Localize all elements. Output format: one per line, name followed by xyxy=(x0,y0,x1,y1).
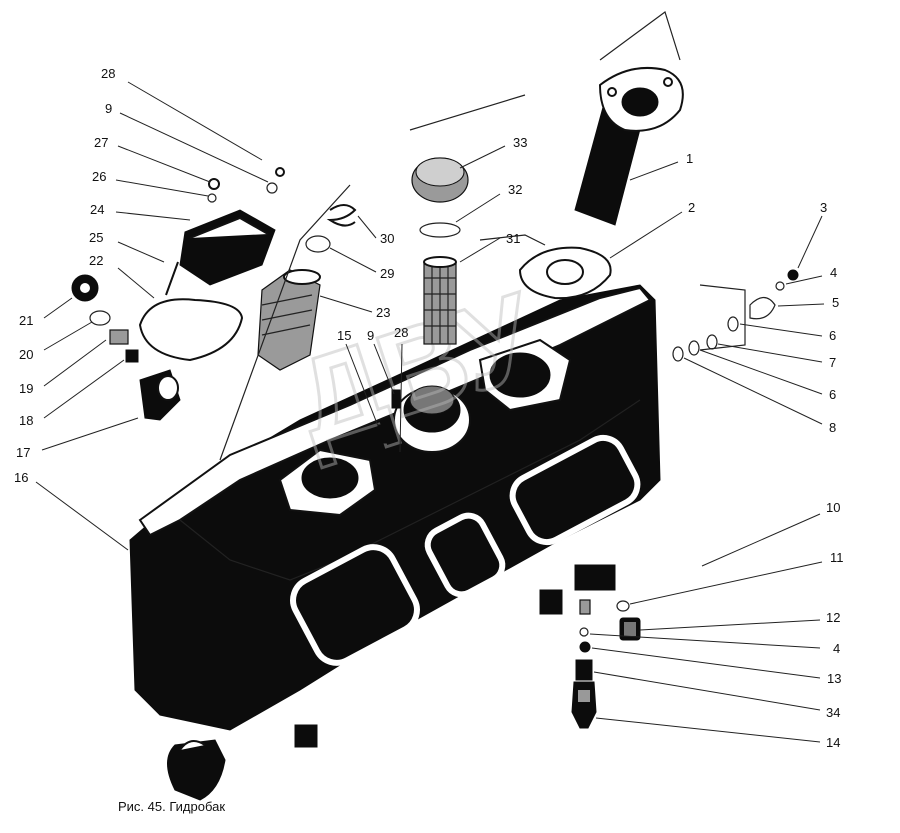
callout-21: 21 xyxy=(19,313,33,328)
callout-11: 11 xyxy=(830,550,844,565)
figure-caption: Рис. 45. Гидробак xyxy=(118,799,225,814)
callout-6: 6 xyxy=(829,328,836,343)
part-spring xyxy=(326,204,357,227)
callout-23: 23 xyxy=(376,305,390,320)
exploded-parts xyxy=(71,11,799,729)
part-plug-12 xyxy=(619,617,641,641)
part-bolt-34 xyxy=(575,659,593,681)
callout-9: 9 xyxy=(105,101,112,116)
part-flange-gasket xyxy=(138,298,244,362)
callout-24: 24 xyxy=(90,202,104,217)
part-fitting-15 xyxy=(377,424,389,444)
callout-32: 32 xyxy=(508,182,522,197)
part-plate-5 xyxy=(749,296,776,320)
part-stud xyxy=(165,261,179,296)
part-ring-6a xyxy=(727,316,739,332)
callout-34: 34 xyxy=(826,705,840,720)
callout-8: 8 xyxy=(829,420,836,435)
part-nut-27 xyxy=(208,178,220,190)
part-elbow-17 xyxy=(139,369,181,421)
callout-12: 12 xyxy=(826,610,840,625)
part-ring-7 xyxy=(706,334,718,350)
part-mesh-filter xyxy=(423,256,457,345)
callout-1: 1 xyxy=(686,151,693,166)
callout-13: 13 xyxy=(827,671,841,686)
callout-4b: 4 xyxy=(833,641,840,656)
callout-18: 18 xyxy=(19,413,33,428)
callout-3: 3 xyxy=(820,200,827,215)
part-bolt-28 xyxy=(275,167,285,177)
callout-20: 20 xyxy=(19,347,33,362)
part-washer-26 xyxy=(207,193,217,203)
part-fitting-28b xyxy=(393,449,405,465)
callout-10: 10 xyxy=(826,500,840,515)
callout-29: 29 xyxy=(380,266,394,281)
callouts: 28 9 27 26 24 25 22 21 20 19 18 17 16 33… xyxy=(14,66,844,750)
callout-26: 26 xyxy=(92,169,106,184)
part-gasket xyxy=(518,246,612,300)
callout-16: 16 xyxy=(14,470,28,485)
part-bolt-3 xyxy=(787,269,799,281)
callout-25: 25 xyxy=(89,230,103,245)
callout-33: 33 xyxy=(513,135,527,150)
callout-14: 14 xyxy=(826,735,840,750)
part-ring-6b xyxy=(688,340,700,356)
callout-4: 4 xyxy=(830,265,837,280)
callout-31: 31 xyxy=(506,231,520,246)
part-screw-11 xyxy=(579,599,591,615)
callout-7: 7 xyxy=(829,355,836,370)
callout-22: 22 xyxy=(89,253,103,268)
part-washer-9 xyxy=(266,182,278,194)
part-union-19 xyxy=(109,329,129,345)
part-seal-20 xyxy=(89,310,111,326)
part-washer-29 xyxy=(305,235,331,253)
callout-9b: 9 xyxy=(367,328,374,343)
part-washer-13 xyxy=(579,641,591,653)
callout-5: 5 xyxy=(832,295,839,310)
callout-28: 28 xyxy=(101,66,115,81)
part-washer-4b xyxy=(579,627,589,637)
part-ring-8 xyxy=(672,346,684,362)
part-drain-plug-14 xyxy=(571,681,597,729)
callout-6b: 6 xyxy=(829,387,836,402)
part-cover xyxy=(179,209,276,286)
tank-body xyxy=(129,284,661,801)
part-washer-4 xyxy=(775,281,785,291)
part-ring-32 xyxy=(419,222,461,238)
part-ring-10 xyxy=(616,600,630,612)
part-cap xyxy=(411,157,469,203)
callout-27: 27 xyxy=(94,135,108,150)
callout-28b: 28 xyxy=(394,325,408,340)
part-fitting-9b xyxy=(391,389,401,409)
part-fitting-21 xyxy=(71,274,99,302)
callout-15: 15 xyxy=(337,328,351,343)
part-seal-18 xyxy=(125,349,139,363)
leader-lines xyxy=(35,81,825,743)
callout-17: 17 xyxy=(16,445,30,460)
callout-2: 2 xyxy=(688,200,695,215)
callout-19: 19 xyxy=(19,381,33,396)
part-filter-housing xyxy=(574,66,684,226)
callout-30: 30 xyxy=(380,231,394,246)
